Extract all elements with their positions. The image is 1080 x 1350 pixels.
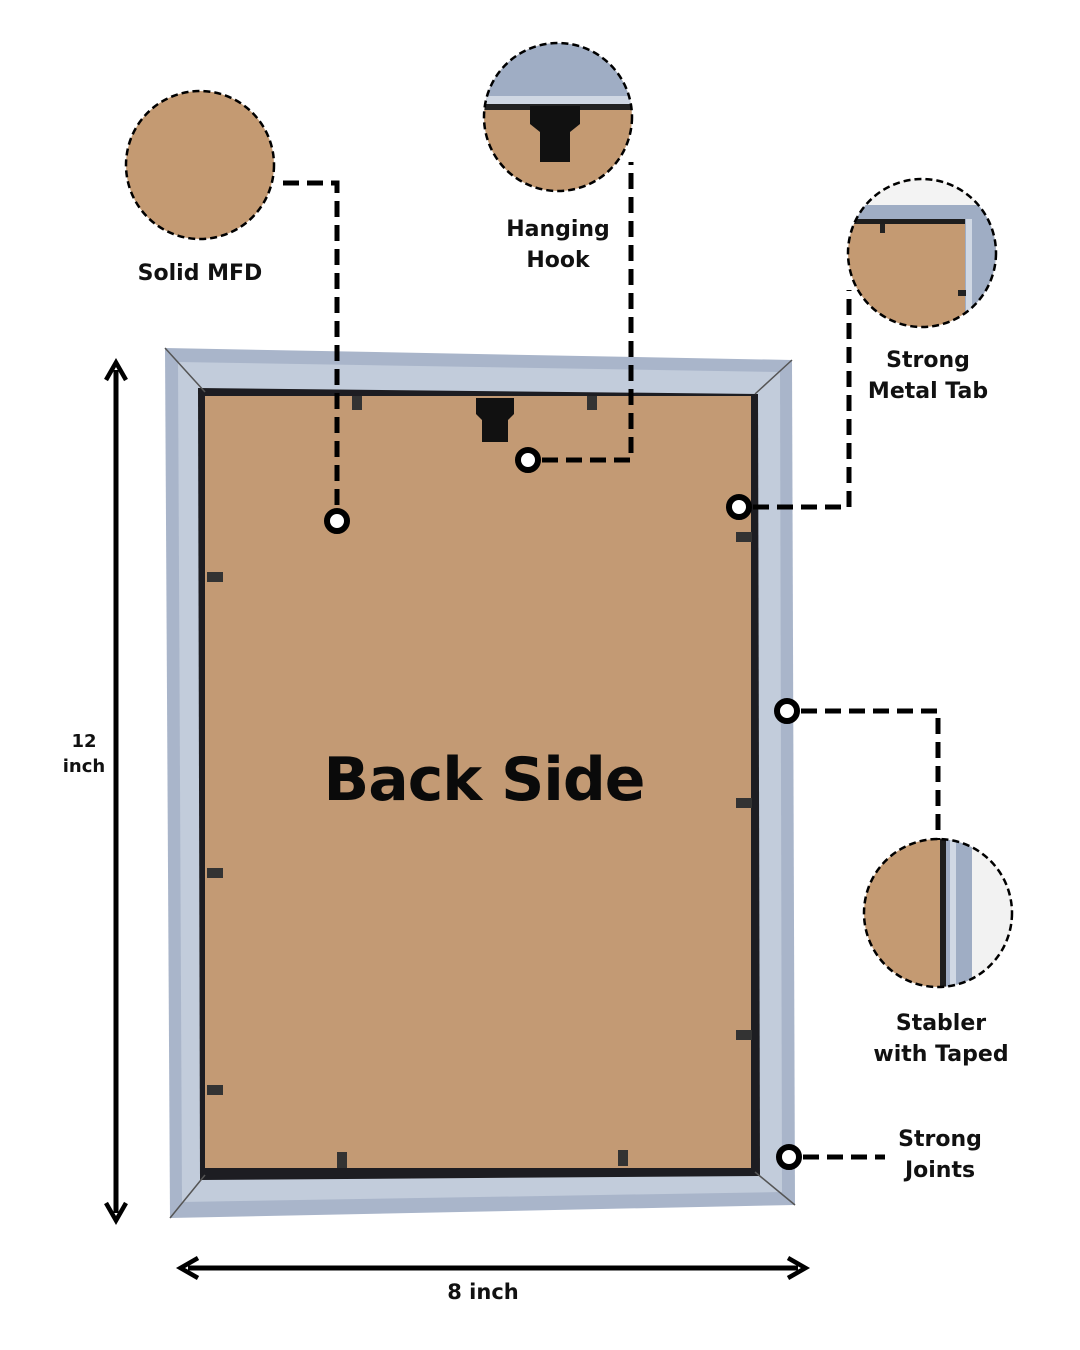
mfd-label: Solid MFD bbox=[137, 261, 263, 286]
mfd-leader bbox=[283, 180, 340, 505]
stabler-dot bbox=[774, 698, 800, 724]
hook-zoom-circle bbox=[482, 41, 634, 193]
mdf-backboard bbox=[205, 396, 751, 1168]
tab-dot bbox=[726, 494, 752, 520]
metal-tabs bbox=[207, 396, 752, 1168]
hanging-hook bbox=[476, 398, 514, 442]
tab-leader bbox=[753, 290, 852, 510]
joints-dot bbox=[776, 1144, 802, 1170]
back-side-title: Back Side bbox=[323, 745, 646, 815]
picture-frame bbox=[164, 347, 796, 1219]
hook-leader bbox=[542, 162, 634, 463]
mfd-dot bbox=[324, 508, 350, 534]
width-dimension-label: 8 inch bbox=[447, 1280, 519, 1304]
hook-dot bbox=[515, 447, 541, 473]
metal-tab-zoom-circle bbox=[846, 177, 998, 329]
leader-lines bbox=[283, 162, 941, 1160]
callout-dots bbox=[324, 447, 802, 1170]
stabler-zoom-circle bbox=[862, 837, 1014, 989]
stabler-leader bbox=[801, 708, 941, 840]
mfd-zoom-circle bbox=[124, 89, 276, 241]
